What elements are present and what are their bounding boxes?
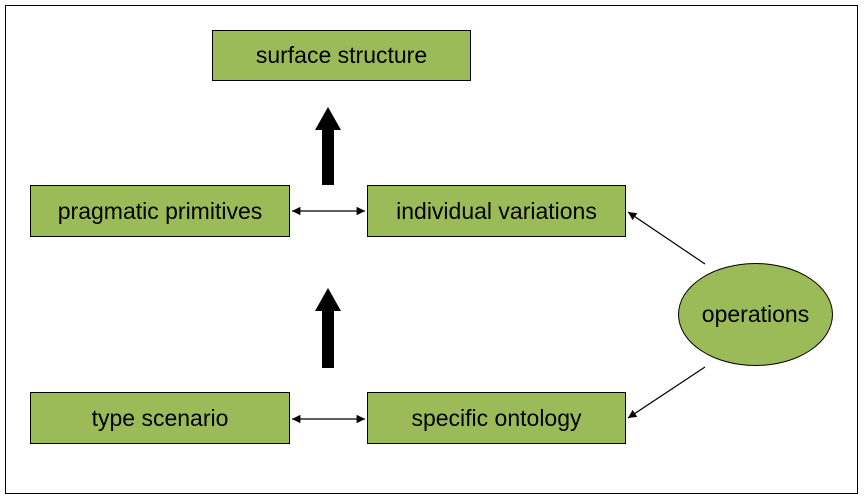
node-specific-ontology: specific ontology [367,392,626,444]
link-operations-individual [627,211,706,265]
node-pragmatic-primitives-label: pragmatic primitives [57,197,263,224]
node-specific-ontology-label: specific ontology [411,404,582,431]
big-arrow-up-lower [315,288,341,368]
diagram-frame [5,5,858,494]
node-operations-label: operations [701,301,810,327]
big-arrow-up-upper [315,107,341,185]
link-operations-specific [627,366,706,419]
node-type-scenario-label: type scenario [91,404,229,431]
node-pragmatic-primitives: pragmatic primitives [30,185,290,237]
node-surface-structure-label: surface structure [255,42,428,68]
node-individual-variations-label: individual variations [396,197,597,224]
node-type-scenario: type scenario [30,392,290,444]
node-surface-structure: surface structure [212,30,471,81]
node-individual-variations: individual variations [367,185,626,237]
node-operations: operations [678,263,833,366]
